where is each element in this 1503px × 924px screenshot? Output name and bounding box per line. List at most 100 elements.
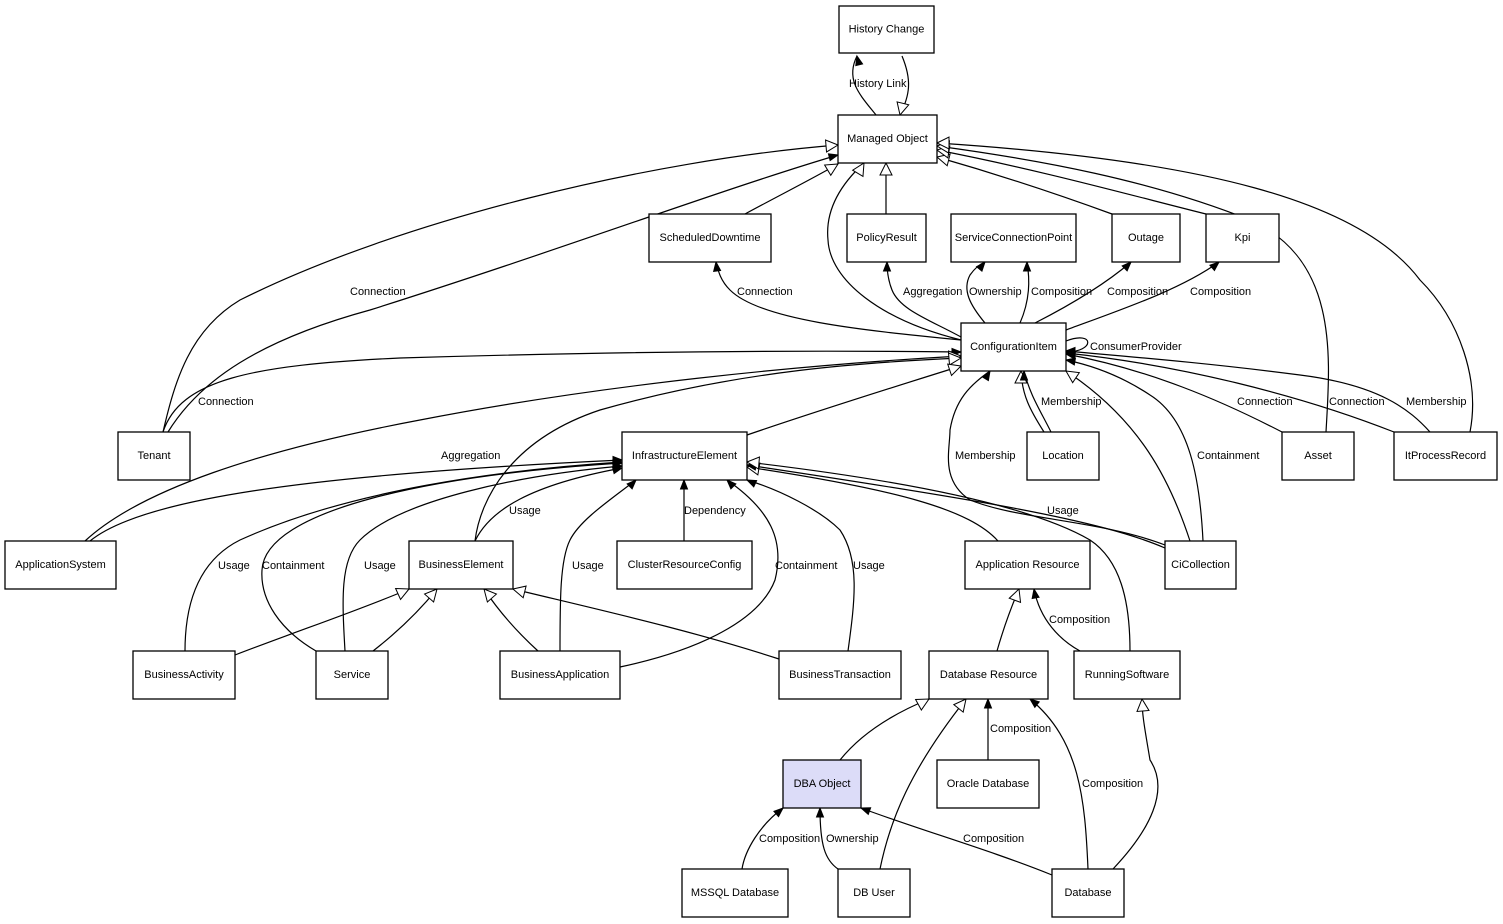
node-ci-collection[interactable]: CiCollection	[1164, 540, 1237, 590]
edge-dba-object-to-database-resource[interactable]	[839, 698, 930, 761]
node-kpi[interactable]: Kpi	[1205, 213, 1280, 263]
edge-business-element-to-infrastructure-element[interactable]	[474, 466, 624, 542]
edge-scheduled-downtime-to-managed-object[interactable]	[744, 163, 839, 215]
edge-business-activity-to-business-element[interactable]	[234, 587, 411, 656]
edge-tenant-to-configuration-item[interactable]	[162, 347, 963, 433]
edge-asset-to-configuration-item[interactable]	[1064, 351, 1283, 433]
inheritance-arrowhead-icon	[745, 456, 761, 470]
node-managed-object[interactable]: Managed Object	[837, 114, 938, 164]
edge-line	[879, 698, 967, 870]
edge-label: Membership	[1041, 396, 1102, 408]
edge-kpi-to-managed-object[interactable]	[935, 145, 1207, 215]
edge-ci-collection-to-infrastructure-element[interactable]	[745, 462, 1166, 549]
edge-business-transaction-to-infrastructure-element[interactable]	[745, 479, 855, 652]
node-application-resource[interactable]: Application Resource	[964, 540, 1091, 590]
association-arrowhead-icon	[1064, 346, 1076, 356]
edge-label: Dependency	[684, 505, 746, 517]
node-business-transaction[interactable]: BusinessTransaction	[778, 650, 902, 700]
association-arrowhead-icon	[712, 260, 722, 272]
edge-running-software-to-infrastructure-element[interactable]	[745, 456, 1131, 652]
node-business-application[interactable]: BusinessApplication	[499, 650, 621, 700]
node-scheduled-downtime[interactable]: ScheduledDowntime	[648, 213, 772, 263]
edge-running-software-to-application-resource[interactable]	[1031, 587, 1081, 652]
edge-configuration-item-to-managed-object[interactable]	[827, 162, 962, 341]
edge-oracle-database-to-database-resource[interactable]	[983, 697, 993, 760]
edge-tenant-to-managed-object[interactable]	[167, 153, 840, 433]
node-business-element[interactable]: BusinessElement	[408, 540, 514, 590]
edge-business-transaction-to-business-element[interactable]	[511, 585, 780, 660]
node-tenant[interactable]: Tenant	[117, 431, 191, 481]
edge-application-resource-to-infrastructure-element[interactable]	[745, 462, 999, 542]
edge-database-resource-to-application-resource[interactable]	[996, 587, 1022, 652]
edge-history-change-to-managed-object[interactable]	[896, 55, 910, 117]
edge-line	[234, 588, 410, 656]
edge-it-process-record-to-configuration-item[interactable]	[1064, 346, 1431, 433]
node-database[interactable]: Database	[1051, 868, 1125, 918]
node-outage[interactable]: Outage	[1111, 213, 1181, 263]
edge-line	[474, 357, 962, 542]
node-dba-object[interactable]: DBA Object	[782, 759, 862, 809]
edge-line	[619, 479, 779, 668]
edge-configuration-item-to-service-connection-point[interactable]	[1019, 260, 1032, 324]
edge-configuration-item-to-policy-result[interactable]	[882, 260, 962, 338]
node-infrastructure-element[interactable]: InfrastructureElement	[621, 431, 748, 481]
association-arrowhead-icon	[1031, 587, 1040, 600]
edge-db-user-to-dba-object[interactable]	[815, 806, 839, 870]
edge-ci-collection-to-configuration-item[interactable]	[947, 369, 1166, 546]
node-box	[778, 650, 902, 700]
edge-ci-collection-to-configuration-item[interactable]	[1064, 357, 1204, 542]
node-business-activity[interactable]: BusinessActivity	[132, 650, 236, 700]
edge-business-activity-to-infrastructure-element[interactable]	[184, 457, 624, 652]
node-asset[interactable]: Asset	[1281, 431, 1355, 481]
edge-mssql-database-to-dba-object[interactable]	[741, 807, 785, 870]
node-box	[950, 213, 1077, 263]
edge-business-application-to-business-element[interactable]	[483, 588, 539, 652]
node-label: InfrastructureElement	[632, 450, 737, 462]
edge-outage-to-managed-object[interactable]	[935, 153, 1113, 215]
edge-it-process-record-to-managed-object[interactable]	[935, 136, 1474, 433]
edge-line	[1065, 261, 1220, 331]
edge-label: Composition	[990, 723, 1051, 735]
edge-infrastructure-element-to-configuration-item[interactable]	[746, 363, 963, 436]
edge-database-to-dba-object[interactable]	[859, 807, 1053, 876]
node-oracle-database[interactable]: Oracle Database	[936, 759, 1040, 809]
edge-line	[1065, 370, 1191, 542]
node-db-user[interactable]: DB User	[837, 868, 911, 918]
edge-label: Aggregation	[441, 450, 500, 462]
edge-managed-object-to-history-change[interactable]	[852, 54, 877, 116]
edge-label: Usage	[364, 560, 396, 572]
node-application-system[interactable]: ApplicationSystem	[4, 540, 117, 590]
inheritance-arrowhead-icon	[946, 363, 963, 377]
node-history-change[interactable]: History Change	[838, 5, 935, 54]
node-configuration-item[interactable]: ConfigurationItem	[960, 322, 1067, 372]
node-it-process-record[interactable]: ItProcessRecord	[1393, 431, 1498, 481]
node-location[interactable]: Location	[1026, 431, 1100, 481]
edge-tenant-to-managed-object[interactable]	[162, 139, 840, 433]
edge-business-application-to-infrastructure-element[interactable]	[619, 479, 779, 668]
edge-configuration-item-to-kpi[interactable]	[1065, 261, 1221, 331]
edge-database-to-database-resource[interactable]	[1028, 698, 1089, 870]
edge-ci-collection-to-configuration-item[interactable]	[1065, 370, 1191, 542]
edge-location-to-configuration-item[interactable]	[1014, 369, 1045, 433]
edge-database-to-running-software[interactable]	[1112, 697, 1159, 870]
node-database-resource[interactable]: Database Resource	[928, 650, 1049, 700]
node-service[interactable]: Service	[315, 650, 389, 700]
node-policy-result[interactable]: PolicyResult	[846, 213, 927, 263]
node-cluster-resource-config[interactable]: ClusterResourceConfig	[616, 540, 753, 590]
edge-it-process-record-to-configuration-item[interactable]	[1064, 348, 1395, 433]
edge-configuration-item-to-service-connection-point[interactable]	[966, 260, 986, 324]
node-running-software[interactable]: RunningSoftware	[1073, 650, 1181, 700]
edge-service-to-business-element[interactable]	[372, 588, 438, 652]
node-mssql-database[interactable]: MSSQL Database	[681, 868, 789, 918]
edge-location-to-configuration-item[interactable]	[1019, 369, 1052, 433]
edge-policy-result-to-managed-object[interactable]	[879, 161, 893, 214]
edge-cluster-resource-config-to-infrastructure-element[interactable]	[679, 478, 689, 541]
edge-configuration-item-to-scheduled-downtime[interactable]	[712, 260, 962, 341]
edge-configuration-item-to-outage[interactable]	[1034, 261, 1132, 324]
node-box	[499, 650, 621, 700]
edge-business-element-to-configuration-item[interactable]	[474, 352, 963, 542]
edge-business-application-to-infrastructure-element[interactable]	[559, 479, 637, 652]
node-service-connection-point[interactable]: ServiceConnectionPoint	[950, 213, 1077, 263]
edge-db-user-to-database-resource[interactable]	[879, 698, 967, 870]
edge-line	[167, 154, 839, 433]
